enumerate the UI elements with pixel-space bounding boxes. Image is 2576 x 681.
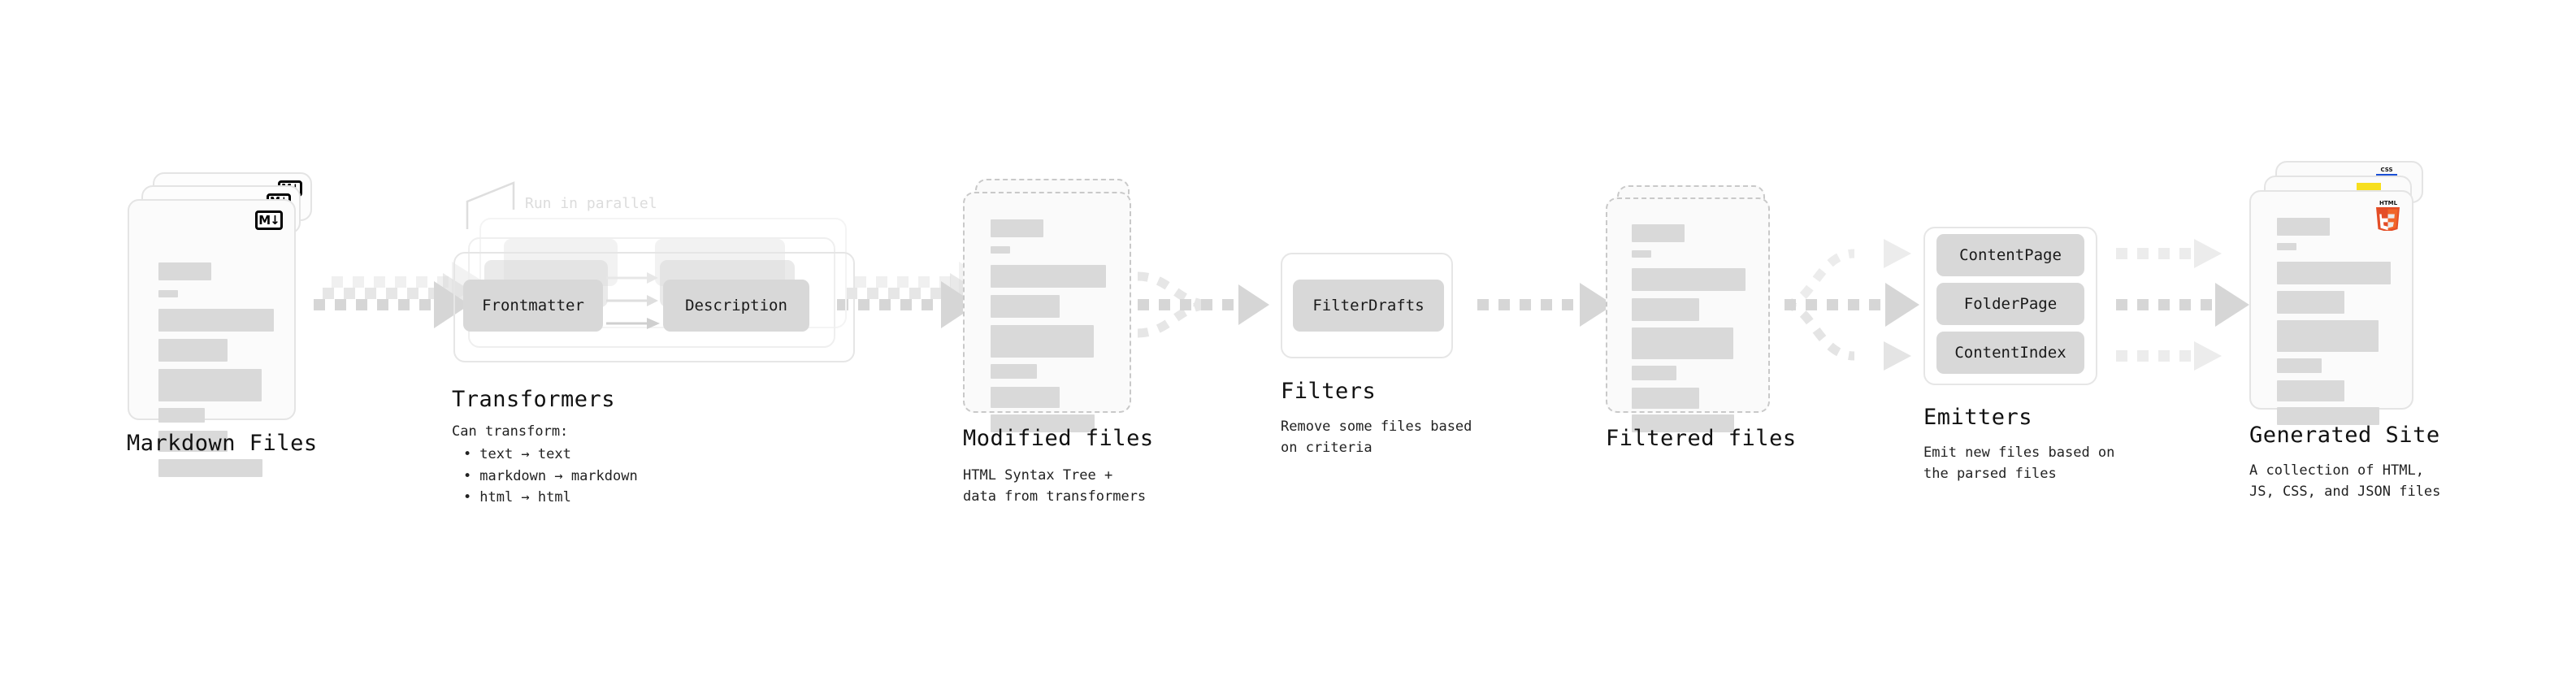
- skeleton-line: [158, 408, 205, 423]
- emitter-node-contentindex[interactable]: ContentIndex: [1936, 332, 2084, 374]
- emitters-title: Emitters: [1923, 405, 2033, 430]
- skeleton-line: [2277, 218, 2330, 236]
- skeleton-line: [991, 387, 1060, 408]
- css-icon-label: CSS: [2380, 167, 2393, 173]
- skeleton-line: [158, 369, 262, 401]
- transformer-node-description-label: Description: [685, 297, 787, 314]
- svg-text:HTML: HTML: [2379, 200, 2398, 206]
- filters-title: Filters: [1281, 379, 1377, 404]
- skeleton-line: [991, 414, 1095, 432]
- skeleton-line: [2277, 243, 2296, 250]
- arrow-modified-to-filters: [1137, 271, 1269, 338]
- emitter-node-folderpage[interactable]: FolderPage: [1936, 283, 2084, 325]
- filtered-file-card-front: [1606, 197, 1770, 432]
- transformers-list-header: Can transform:: [452, 423, 569, 440]
- modified-file-card-front: [963, 192, 1131, 432]
- transformers-list-item: html → html: [463, 487, 638, 508]
- skeleton-line: [158, 431, 228, 452]
- skeleton-line: [158, 339, 228, 362]
- skeleton-line: [2277, 407, 2379, 425]
- emitter-node-contentpage[interactable]: ContentPage: [1936, 234, 2084, 276]
- skeleton-line: [991, 295, 1060, 318]
- emitter-node-folderpage-label: FolderPage: [1963, 295, 2058, 313]
- skeleton-line: [2277, 262, 2391, 284]
- skeleton-line: [1632, 298, 1699, 321]
- skeleton-line: [991, 246, 1010, 254]
- transformer-internal-arrows: [606, 272, 660, 329]
- skeleton-line: [991, 219, 1043, 237]
- skeleton-line: [2277, 358, 2322, 373]
- filters-description: Remove some files based on criteria: [1281, 419, 1472, 457]
- skeleton-line: [2277, 291, 2344, 314]
- transformers-list-item: text → text: [463, 444, 638, 465]
- arrow-filters-to-filtered: [1477, 283, 1614, 327]
- transformer-group-front: [453, 252, 855, 362]
- filter-node-filterdrafts[interactable]: FilterDrafts: [1293, 280, 1444, 332]
- generated-site-description: A collection of HTML, JS, CSS, and JSON …: [2249, 462, 2441, 501]
- transformers-title: Transformers: [452, 387, 616, 412]
- skeleton-line: [158, 459, 262, 477]
- transformers-list-item: markdown → markdown: [463, 466, 637, 487]
- skeleton-line: [1632, 327, 1733, 359]
- skeleton-line: [1632, 366, 1676, 380]
- skeleton-line: [1632, 224, 1685, 242]
- skeleton-line: [2277, 320, 2379, 352]
- run-in-parallel-label: Run in parallel: [525, 195, 657, 212]
- emitters-description: Emit new files based on the parsed files: [1923, 445, 2115, 483]
- modified-files-description: HTML Syntax Tree + data from transformer…: [963, 467, 1147, 505]
- arrow-emitters-to-site: [2116, 239, 2249, 371]
- modified-files-title: Modified files: [963, 426, 1154, 451]
- transformer-node-frontmatter[interactable]: Frontmatter: [463, 280, 603, 332]
- skeleton-line: [1632, 414, 1734, 432]
- filtered-files-title: Filtered files: [1606, 426, 1797, 451]
- skeleton-line: [2277, 380, 2344, 401]
- skeleton-line: [1632, 250, 1651, 258]
- markdown-file-card-front: M↓: [128, 199, 296, 477]
- transformer-node-frontmatter-label: Frontmatter: [482, 297, 584, 314]
- skeleton-line: [991, 325, 1094, 358]
- skeleton-line: [158, 262, 211, 280]
- emitter-node-contentindex-label: ContentIndex: [1954, 344, 2066, 362]
- skeleton-line: [1632, 268, 1746, 291]
- generated-site-card-html: HTML: [2249, 190, 2413, 425]
- skeleton-line: [158, 309, 274, 332]
- generated-site-title: Generated Site: [2249, 423, 2440, 448]
- markdown-files-title: Markdown Files: [127, 431, 318, 456]
- html5-icon: HTML: [2376, 200, 2400, 231]
- emitter-node-contentpage-label: ContentPage: [1959, 246, 2062, 264]
- arrow-filtered-to-emitters: [1784, 239, 1919, 371]
- transformers-capability-list: Can transform: text → text markdown → ma…: [452, 421, 638, 508]
- skeleton-line: [158, 290, 178, 297]
- markdown-icon: M↓: [255, 210, 283, 230]
- skeleton-line: [1632, 388, 1699, 409]
- transformer-node-description[interactable]: Description: [663, 280, 809, 332]
- skeleton-line: [991, 265, 1106, 288]
- skeleton-line: [991, 364, 1037, 379]
- filter-node-filterdrafts-label: FilterDrafts: [1312, 297, 1425, 314]
